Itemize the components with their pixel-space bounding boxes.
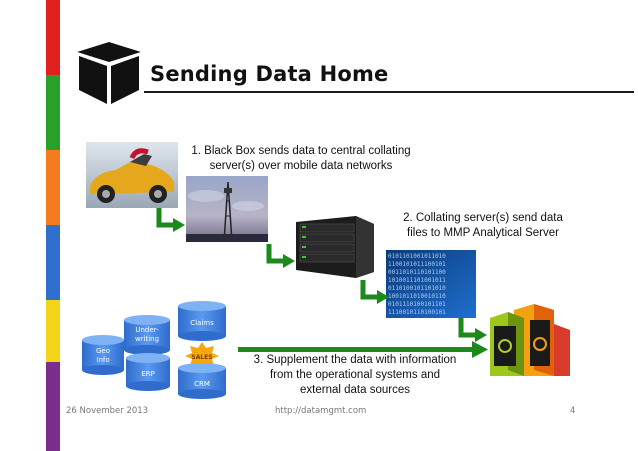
arrow-step-tower-to-servers xyxy=(266,244,295,268)
database-crm: CRM xyxy=(178,363,226,399)
svg-text:0110100101101010: 0110100101101010 xyxy=(388,285,446,292)
sales-badge-text: SALES xyxy=(191,354,212,361)
footer-date: 26 November 2013 xyxy=(66,406,149,416)
car-image xyxy=(86,142,178,208)
arrow-step-binary-to-analytics xyxy=(458,318,487,342)
stripe-yellow xyxy=(46,300,60,362)
server-rack-image xyxy=(296,216,374,278)
analytical-server-image xyxy=(490,304,570,376)
database-claims: Claims xyxy=(178,301,226,341)
svg-text:1100101011100101: 1100101011100101 xyxy=(388,261,446,268)
stripe-orange xyxy=(46,150,60,225)
footer-url[interactable]: http://datamgmt.com xyxy=(275,406,367,416)
step3-line3: external data sources xyxy=(300,384,410,396)
stripe-red xyxy=(46,0,60,75)
arrow-step-car-to-tower xyxy=(156,208,185,232)
page-title: Sending Data Home xyxy=(150,62,389,86)
step2-line2: files to MMP Analytical Server xyxy=(407,227,559,239)
geo-label-line2: Info xyxy=(96,356,109,364)
black-box-logo-icon xyxy=(76,42,142,104)
stripe-purple xyxy=(46,362,60,451)
sales-burst-badge: SALES xyxy=(185,342,219,370)
step3-line1: 3. Supplement the data with information xyxy=(253,354,457,366)
claims-label: Claims xyxy=(190,319,214,327)
step3-caption: 3. Supplement the data with information … xyxy=(242,353,468,398)
step1-caption: 1. Black Box sends data to central colla… xyxy=(176,144,426,174)
geo-label-line1: Geo xyxy=(96,347,110,355)
svg-text:1110010110100101: 1110010110100101 xyxy=(388,309,446,316)
stripe-blue xyxy=(46,225,60,300)
title-underline xyxy=(144,91,634,93)
step1-line1: 1. Black Box sends data to central colla… xyxy=(191,145,411,157)
underwriting-label-line2: writing xyxy=(135,335,159,343)
svg-text:0101110100101101: 0101110100101101 xyxy=(388,301,446,308)
database-underwriting: Under- writing xyxy=(124,315,170,355)
step1-line2: server(s) over mobile data networks xyxy=(209,160,393,172)
step2-line1: 2. Collating server(s) send data xyxy=(403,212,563,224)
erp-label: ERP xyxy=(141,370,155,378)
arrow-step-servers-to-binary xyxy=(360,280,389,304)
database-geo-info: Geo Info xyxy=(82,335,124,375)
stripe-green xyxy=(46,75,60,150)
crm-label: CRM xyxy=(194,380,210,388)
database-cluster: Claims Under- writing Geo Info ERP SALES… xyxy=(82,301,226,399)
svg-text:1010011101001011: 1010011101001011 xyxy=(388,277,446,284)
step3-line2: from the operational systems and xyxy=(269,369,441,381)
svg-text:1001011010010110: 1001011010010110 xyxy=(388,293,446,300)
binary-data-image: 0101101001011010 1100101011100101 001101… xyxy=(386,250,476,318)
database-erp: ERP xyxy=(126,353,170,391)
svg-text:0011010110101100: 0011010110101100 xyxy=(388,269,446,276)
page-number: 4 xyxy=(570,406,576,416)
underwriting-label-line1: Under- xyxy=(135,326,159,334)
svg-text:0101101001011010: 0101101001011010 xyxy=(388,253,446,260)
arrow-databases-to-analytics xyxy=(238,341,488,358)
cell-tower-image xyxy=(186,176,268,242)
step2-caption: 2. Collating server(s) send data files t… xyxy=(390,211,576,241)
